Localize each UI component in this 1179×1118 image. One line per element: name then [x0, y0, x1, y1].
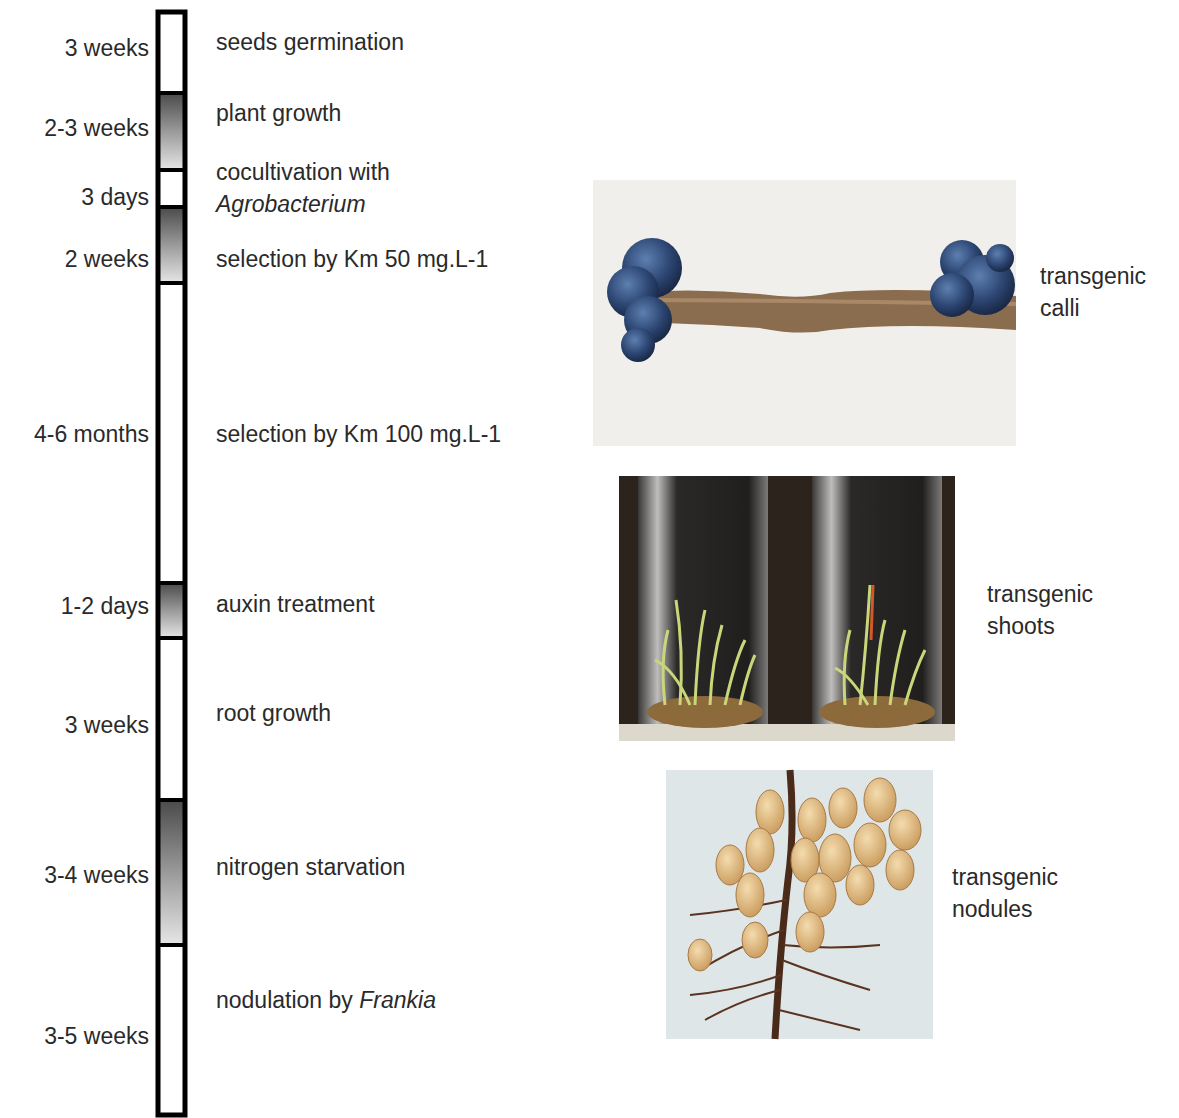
step-label: selection by Km 100 mg.L-1 — [216, 418, 501, 450]
step-label: cocultivation with Agrobacterium — [216, 156, 466, 220]
duration-label: 2-3 weeks — [44, 112, 149, 144]
nodules-photo — [666, 770, 933, 1039]
duration-label: 2 weeks — [65, 243, 149, 275]
photo-caption: transgenic calli — [1040, 260, 1170, 324]
step-label: selection by Km 50 mg.L-1 — [216, 243, 488, 275]
duration-label: 3 weeks — [65, 709, 149, 741]
step-label: root growth — [216, 697, 331, 729]
shoots-photo — [619, 476, 955, 741]
duration-label: 3-4 weeks — [44, 859, 149, 891]
duration-label: 3-5 weeks — [44, 1020, 149, 1052]
step-label: plant growth — [216, 97, 341, 129]
photo-caption: transgenic nodules — [952, 861, 1102, 925]
photo-caption: transgenic shoots — [987, 578, 1137, 642]
step-label: nitrogen starvation — [216, 851, 405, 883]
duration-label: 1-2 days — [61, 590, 149, 622]
calli-photo — [593, 180, 1016, 446]
step-label: nodulation by Frankia — [216, 984, 436, 1016]
timeline-bar — [158, 12, 185, 1115]
duration-label: 3 weeks — [65, 32, 149, 64]
duration-label: 4-6 months — [34, 418, 149, 450]
step-label: seeds germination — [216, 26, 404, 58]
step-label: auxin treatment — [216, 588, 375, 620]
duration-label: 3 days — [81, 181, 149, 213]
